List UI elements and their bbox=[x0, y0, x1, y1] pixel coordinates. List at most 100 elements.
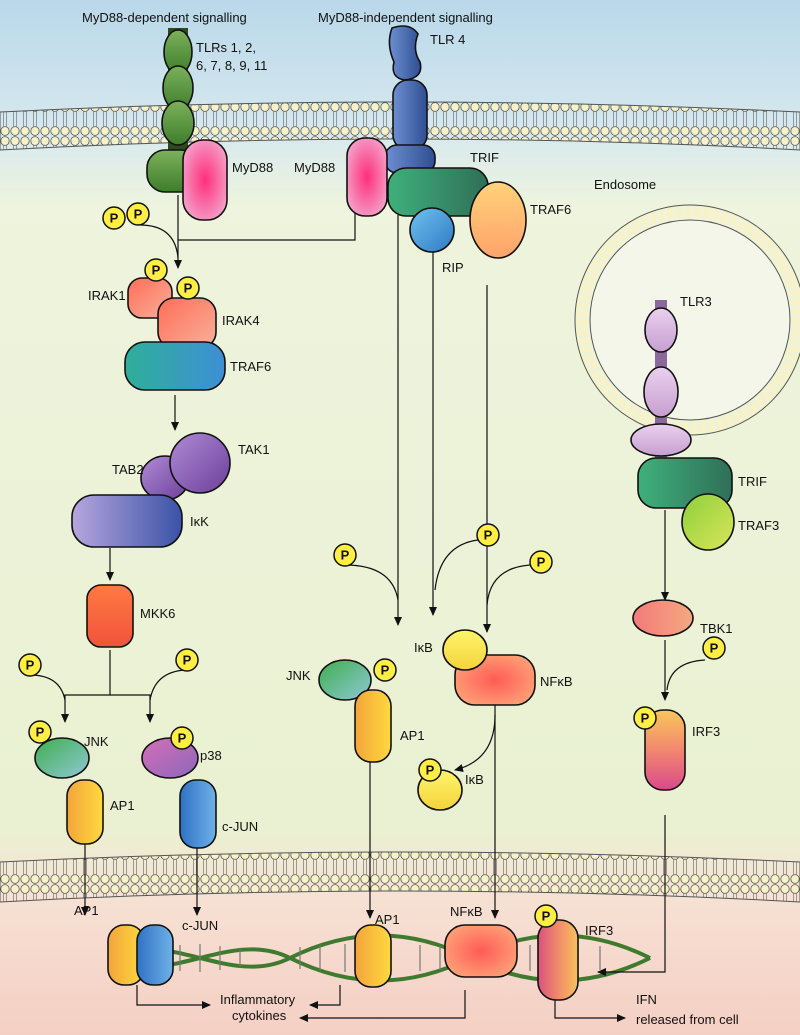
label-tlr3: TLR3 bbox=[680, 294, 712, 309]
label-tbk1: TBK1 bbox=[700, 621, 733, 636]
rip bbox=[409, 207, 455, 253]
label-irak4: IRAK4 bbox=[222, 313, 260, 328]
label-tab2: TAB2 bbox=[112, 462, 144, 477]
phosphate-circle bbox=[702, 636, 726, 660]
label-ikk: IκK bbox=[190, 514, 209, 529]
tlr4-receptor bbox=[384, 25, 436, 174]
label-nfkb-top: NFκB bbox=[540, 674, 573, 689]
jnk-center bbox=[318, 659, 372, 701]
label-endosome: Endosome bbox=[594, 177, 656, 192]
label-irf3-nucleus: IRF3 bbox=[585, 923, 613, 938]
label-ap1-left: AP1 bbox=[110, 798, 135, 813]
irak4 bbox=[157, 297, 217, 349]
endosome-membrane bbox=[574, 204, 800, 436]
label-mkk6: MKK6 bbox=[140, 606, 175, 621]
phosphate-label: P bbox=[184, 281, 193, 296]
label-tlrs-line1: TLRs 1, 2, bbox=[196, 40, 256, 55]
label-cjun-left: c-JUN bbox=[222, 819, 258, 834]
label-rip: RIP bbox=[442, 260, 464, 275]
label-trif-right: TRIF bbox=[738, 474, 767, 489]
phosphate-label: P bbox=[183, 653, 192, 668]
phosphate-circle bbox=[476, 523, 500, 547]
nuclear-membrane bbox=[0, 851, 800, 903]
ikb-top bbox=[442, 629, 488, 671]
phosphate-circle bbox=[529, 550, 553, 574]
traf3 bbox=[681, 493, 735, 551]
ikk bbox=[71, 494, 183, 548]
phosphate-label: P bbox=[26, 658, 35, 673]
label-traf3: TRAF3 bbox=[738, 518, 779, 533]
nfkb-nucleus bbox=[444, 924, 518, 978]
label-p38: p38 bbox=[200, 748, 222, 763]
phosphate-label: P bbox=[110, 211, 119, 226]
label-traf6-top: TRAF6 bbox=[530, 202, 571, 217]
phosphate-label: P bbox=[710, 641, 719, 656]
label-traf6-left: TRAF6 bbox=[230, 359, 271, 374]
cjun-nucleus bbox=[136, 924, 174, 986]
label-jnk-left: JNK bbox=[84, 734, 109, 749]
phosphate-circle bbox=[418, 758, 442, 782]
labels: MyD88-dependent signalling MyD88-indepen… bbox=[74, 10, 779, 1027]
label-ifn-line2: released from cell bbox=[636, 1012, 739, 1027]
label-trif-top: TRIF bbox=[470, 150, 499, 165]
label-nfkb-nucleus: NFκB bbox=[450, 904, 483, 919]
phosphate-label: P bbox=[381, 663, 390, 678]
tbk1 bbox=[632, 599, 694, 637]
phosphate-label: P bbox=[484, 528, 493, 543]
phosphate-label: P bbox=[341, 548, 350, 563]
label-irf3-mid: IRF3 bbox=[692, 724, 720, 739]
label-ap1-nucleus-left: AP1 bbox=[74, 903, 99, 918]
ap1-left bbox=[66, 779, 104, 845]
label-irak1: IRAK1 bbox=[88, 288, 126, 303]
label-cjun-nucleus: c-JUN bbox=[182, 918, 218, 933]
phosphate-circle bbox=[126, 202, 150, 226]
label-ap1-center: AP1 bbox=[400, 728, 425, 743]
ap1-nucleus-center bbox=[354, 924, 392, 988]
phosphate-label: P bbox=[178, 731, 187, 746]
phosphate-circle bbox=[102, 206, 126, 230]
label-ikb-free: IκB bbox=[465, 772, 484, 787]
cjun-left bbox=[179, 779, 217, 849]
jnk-left bbox=[34, 737, 90, 779]
arrows bbox=[29, 195, 706, 1022]
ap1-center bbox=[354, 689, 392, 763]
phosphate-circle bbox=[333, 543, 357, 567]
phosphate-circle bbox=[144, 258, 168, 282]
phosphate-circle bbox=[18, 653, 42, 677]
label-ifn-line1: IFN bbox=[636, 992, 657, 1007]
label-ap1-nucleus-center: AP1 bbox=[375, 912, 400, 927]
label-myd88-center: MyD88 bbox=[294, 160, 335, 175]
label-tlr4: TLR 4 bbox=[430, 32, 465, 47]
phosphate-label: P bbox=[36, 725, 45, 740]
phosphate-label: P bbox=[426, 763, 435, 778]
phosphate-label: P bbox=[542, 909, 551, 924]
label-inflammatory-line1: Inflammatory bbox=[220, 992, 296, 1007]
traf6-left bbox=[124, 341, 226, 391]
label-tak1: TAK1 bbox=[238, 442, 270, 457]
phosphate-circle bbox=[175, 648, 199, 672]
phosphate-circle bbox=[633, 706, 657, 730]
phosphate-label: P bbox=[134, 207, 143, 222]
phosphate-label: P bbox=[537, 555, 546, 570]
phosphate-label: P bbox=[152, 263, 161, 278]
phosphate-circle bbox=[373, 658, 397, 682]
traf6-top bbox=[469, 181, 527, 259]
label-inflammatory-line2: cytokines bbox=[232, 1008, 287, 1023]
phosphate-label: P bbox=[641, 711, 650, 726]
tlr3-receptor bbox=[630, 300, 692, 460]
label-ikb-top: IκB bbox=[414, 640, 433, 655]
header-myd88-dependent: MyD88-dependent signalling bbox=[82, 10, 247, 25]
label-myd88-left: MyD88 bbox=[232, 160, 273, 175]
phosphate-circle bbox=[534, 904, 558, 928]
mkk6 bbox=[86, 584, 134, 648]
header-myd88-independent: MyD88-independent signalling bbox=[318, 10, 493, 25]
phosphate-circle bbox=[170, 726, 194, 750]
phosphate-circle bbox=[176, 276, 200, 300]
phosphate-circle bbox=[28, 720, 52, 744]
irf3-nucleus bbox=[537, 919, 579, 1001]
label-tlrs-line2: 6, 7, 8, 9, 11 bbox=[196, 58, 267, 73]
irf3-mid bbox=[644, 709, 686, 791]
